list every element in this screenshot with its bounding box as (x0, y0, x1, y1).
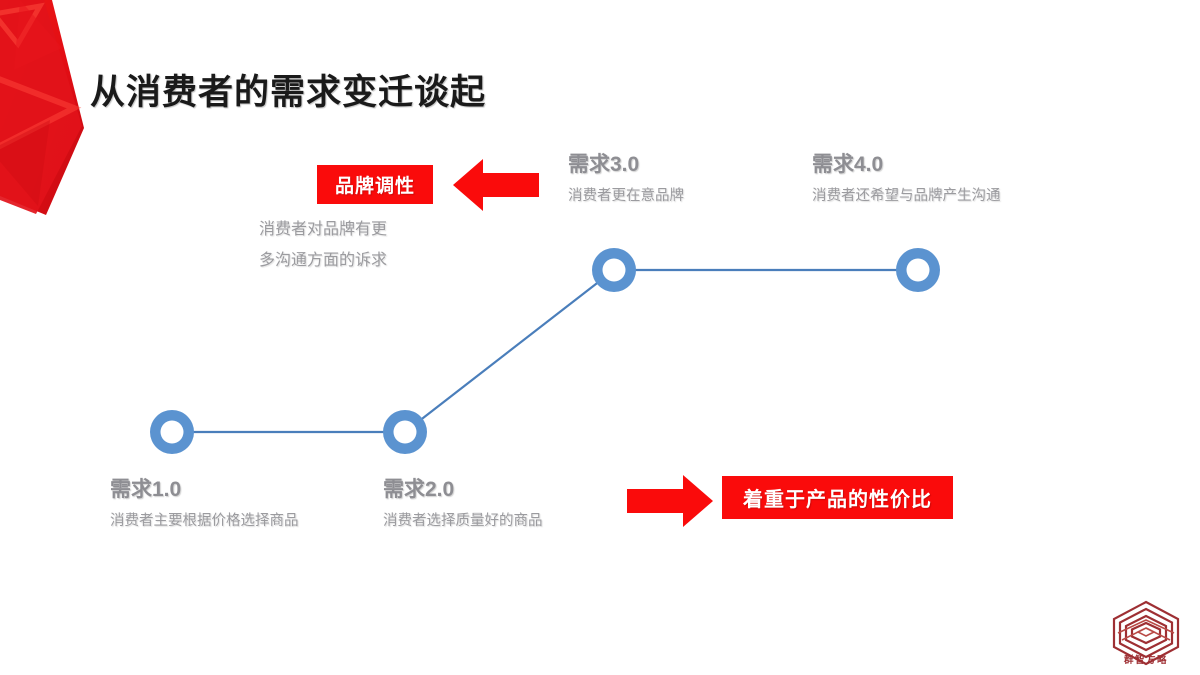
brand-desc-line-1: 消费者对品牌有更 (259, 221, 388, 238)
callout-brand-tonality[interactable]: 品牌调性 (317, 165, 433, 204)
node-title-1: 需求1.0 (110, 478, 182, 501)
node-desc-2: 消费者选择质量好的商品 (383, 513, 543, 530)
node-label-2: 需求2.0 消费者选择质量好的商品 (383, 477, 543, 531)
node-label-1: 需求1.0 消费者主要根据价格选择商品 (110, 477, 299, 531)
node-label-4: 需求4.0 消费者还希望与品牌产生沟通 (812, 152, 1001, 206)
page-title: 从消费者的需求变迁谈起 (90, 73, 487, 112)
node-title-2: 需求2.0 (383, 478, 455, 501)
node-desc-4: 消费者还希望与品牌产生沟通 (812, 188, 1001, 205)
node-marker-4[interactable] (896, 248, 940, 292)
callout-cost-performance[interactable]: 着重于产品的性价比 (722, 476, 953, 519)
connector-line-2-3 (404, 269, 615, 433)
node-marker-2[interactable] (383, 410, 427, 454)
node-title-4: 需求4.0 (812, 153, 884, 176)
node-label-3: 需求3.0 消费者更在意品牌 (568, 152, 684, 206)
brand-desc-line-2: 多沟通方面的诉求 (259, 252, 388, 270)
hexagon-maze-logo-icon (1112, 600, 1180, 666)
node-marker-1[interactable] (150, 410, 194, 454)
node-title-3: 需求3.0 (568, 153, 640, 176)
node-desc-1: 消费者主要根据价格选择商品 (110, 513, 299, 530)
node-marker-3[interactable] (592, 248, 636, 292)
right-arrow-icon (627, 475, 713, 527)
brand-tonality-description: 消费者对品牌有更 多沟通方面的诉求 (259, 214, 387, 276)
logo-text: 群智方略 (1123, 655, 1168, 666)
node-desc-3: 消费者更在意品牌 (568, 188, 684, 205)
left-arrow-icon (453, 159, 539, 211)
